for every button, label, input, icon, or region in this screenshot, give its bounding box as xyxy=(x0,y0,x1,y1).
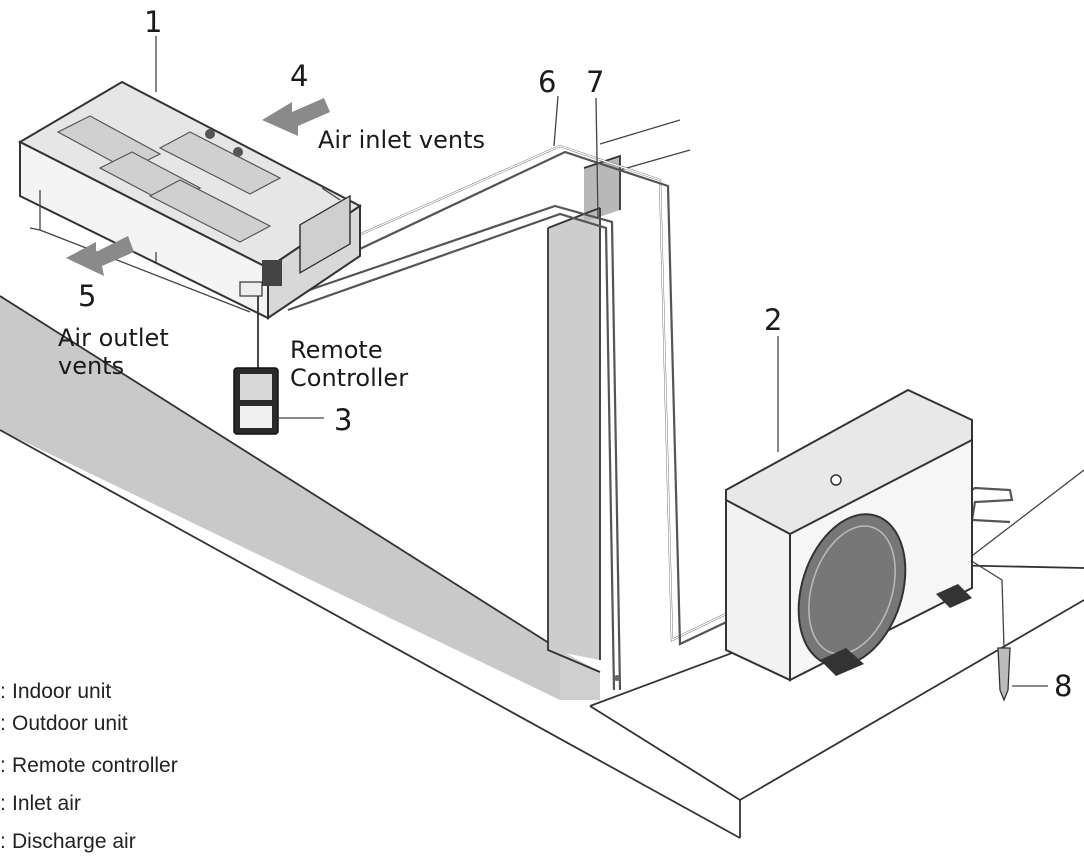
refrigerant-piping xyxy=(279,144,1014,702)
callout-2: 2 xyxy=(764,303,782,337)
legend-item-indoor-unit: Indoor unit xyxy=(12,680,111,703)
air-outlet-label-line2: vents xyxy=(58,352,124,380)
callout-6: 6 xyxy=(538,65,556,99)
outdoor-unit xyxy=(725,336,973,682)
building-wall xyxy=(0,119,1084,856)
legend-item-discharge-air: Discharge air xyxy=(12,830,136,853)
legend-bullet: : xyxy=(0,754,6,777)
remote-controller xyxy=(233,296,324,435)
inlet-air-arrow xyxy=(262,98,330,136)
legend-bullet: : xyxy=(0,680,6,703)
air-inlet-vents-label: Air inlet vents xyxy=(318,126,485,154)
remote-controller-label-line2: Controller xyxy=(290,364,408,392)
legend-item-outdoor-unit: Outdoor unit xyxy=(12,712,128,735)
legend: : Indoor unit : Outdoor unit : Remote co… xyxy=(0,680,178,853)
discharge-air-arrow xyxy=(66,236,134,276)
legend-bullet: : xyxy=(0,712,6,735)
callout-7: 7 xyxy=(586,65,604,99)
air-outlet-label-line1: Air outlet xyxy=(58,324,169,352)
legend-item-inlet-air: Inlet air xyxy=(12,792,81,815)
callout-3: 3 xyxy=(334,403,352,437)
callout-1: 1 xyxy=(144,5,162,39)
legend-bullet: : xyxy=(0,792,6,815)
legend-item-remote-controller: Remote controller xyxy=(12,754,178,777)
callout-8: 8 xyxy=(1054,669,1072,703)
callout-4: 4 xyxy=(290,59,308,93)
remote-controller-label-line1: Remote xyxy=(290,336,383,364)
legend-bullet: : xyxy=(0,830,6,853)
callout-5: 5 xyxy=(78,279,96,313)
indoor-unit xyxy=(17,80,362,320)
